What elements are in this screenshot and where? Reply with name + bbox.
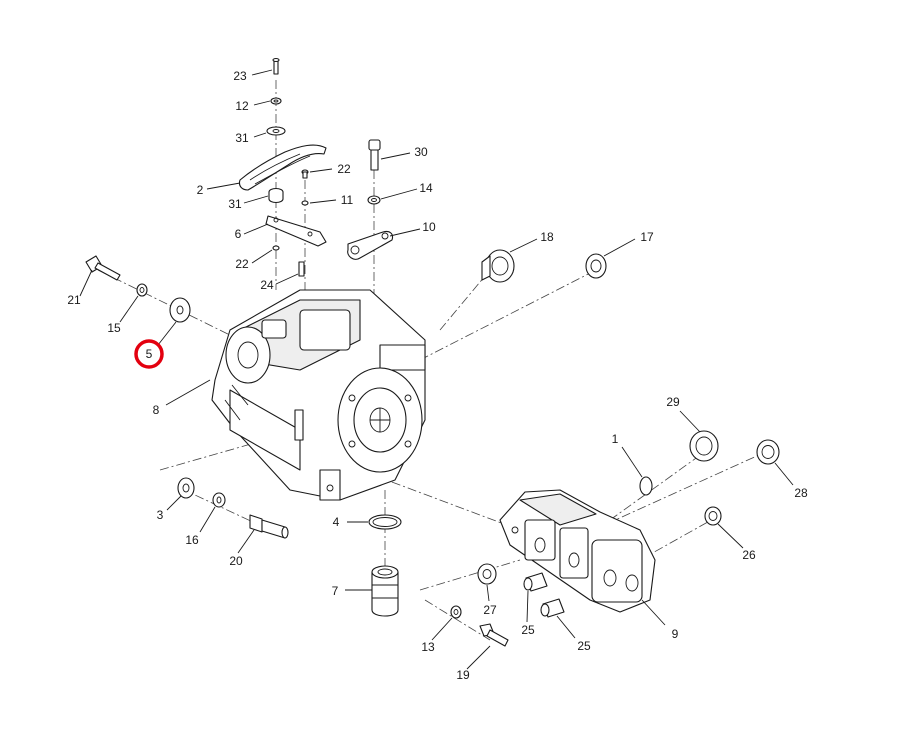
washer-5[interactable]: [169, 297, 191, 323]
spacer-31-bottom[interactable]: [268, 187, 284, 204]
callout-22-bottom[interactable]: 22: [235, 257, 249, 271]
callout-29[interactable]: 29: [666, 395, 680, 409]
center-lines: [97, 80, 771, 641]
callout-18[interactable]: 18: [540, 230, 554, 244]
callout-13[interactable]: 13: [421, 640, 435, 654]
callout-5-highlighted[interactable]: 5: [134, 339, 164, 369]
callout-31-bottom[interactable]: 31: [228, 197, 242, 211]
bolt-21[interactable]: [85, 255, 121, 281]
callout-14[interactable]: 14: [419, 181, 433, 195]
callout-27[interactable]: 27: [483, 603, 497, 617]
callout-15[interactable]: 15: [107, 321, 121, 335]
washer-15[interactable]: [136, 283, 148, 297]
gear-pump-9[interactable]: [499, 489, 656, 613]
callout-28[interactable]: 28: [794, 486, 808, 500]
washer-16[interactable]: [212, 492, 226, 508]
callout-25-upper[interactable]: 25: [521, 623, 535, 637]
callout-16[interactable]: 16: [185, 533, 199, 547]
callout-31-top[interactable]: 31: [235, 131, 249, 145]
fitting-25-upper[interactable]: [523, 572, 548, 592]
callout-labels: 23 12 31 2 31 22 11 6 22 24 30 14 10 21 …: [67, 69, 808, 682]
fitting-25-lower[interactable]: [540, 598, 565, 618]
fitting-27[interactable]: [477, 563, 497, 585]
callout-22-top[interactable]: 22: [337, 162, 351, 176]
callout-26[interactable]: 26: [742, 548, 756, 562]
leader-lines: [79, 69, 794, 670]
callout-11[interactable]: 11: [341, 193, 354, 207]
washer-11[interactable]: [301, 200, 309, 206]
callout-12[interactable]: 12: [235, 99, 249, 113]
spacer-31-top[interactable]: [266, 126, 286, 136]
callout-21[interactable]: 21: [67, 293, 81, 307]
bolt-24[interactable]: [272, 57, 280, 75]
callout-1[interactable]: 1: [612, 432, 619, 446]
bolt-19[interactable]: [479, 623, 509, 647]
washer-14[interactable]: [367, 195, 381, 205]
lever-10[interactable]: [347, 230, 394, 260]
callout-20[interactable]: 20: [229, 554, 243, 568]
fitting-28[interactable]: [756, 439, 780, 465]
callout-5[interactable]: 5: [146, 347, 153, 361]
callout-7[interactable]: 7: [332, 584, 339, 598]
fitting-18[interactable]: [481, 249, 515, 283]
o-ring-1[interactable]: [639, 476, 653, 496]
spacer-3[interactable]: [177, 477, 195, 499]
screw-22-top[interactable]: [301, 169, 309, 179]
washer-12[interactable]: [270, 97, 282, 105]
fitting-26[interactable]: [704, 506, 722, 526]
bolt-30[interactable]: [368, 139, 381, 171]
bracket-6[interactable]: [265, 215, 327, 247]
callout-4[interactable]: 4: [333, 515, 340, 529]
o-ring-4[interactable]: [368, 514, 402, 530]
callout-24[interactable]: 23: [233, 69, 247, 83]
callout-8[interactable]: 8: [153, 403, 160, 417]
callout-23[interactable]: 24: [260, 278, 274, 292]
callout-2[interactable]: 2: [197, 183, 204, 197]
callout-9[interactable]: 9: [672, 627, 679, 641]
callout-6[interactable]: 6: [235, 227, 242, 241]
screw-22-bottom[interactable]: [272, 245, 280, 251]
fitting-29[interactable]: [689, 430, 719, 462]
main-pump-assembly-8[interactable]: [211, 289, 426, 501]
fitting-17[interactable]: [585, 253, 607, 279]
highlight-ring: [134, 339, 164, 369]
washer-13[interactable]: [450, 605, 462, 619]
bolt-20[interactable]: [249, 514, 289, 539]
callout-19[interactable]: 19: [456, 668, 470, 682]
pin-23[interactable]: [298, 261, 305, 277]
coupling-7[interactable]: [371, 565, 399, 617]
callout-10[interactable]: 10: [422, 220, 436, 234]
callout-3[interactable]: 3: [157, 508, 164, 522]
callout-30[interactable]: 30: [414, 145, 428, 159]
callout-17[interactable]: 17: [640, 230, 654, 244]
cover-plate-2[interactable]: [238, 144, 327, 191]
callout-25-lower[interactable]: 25: [577, 639, 591, 653]
